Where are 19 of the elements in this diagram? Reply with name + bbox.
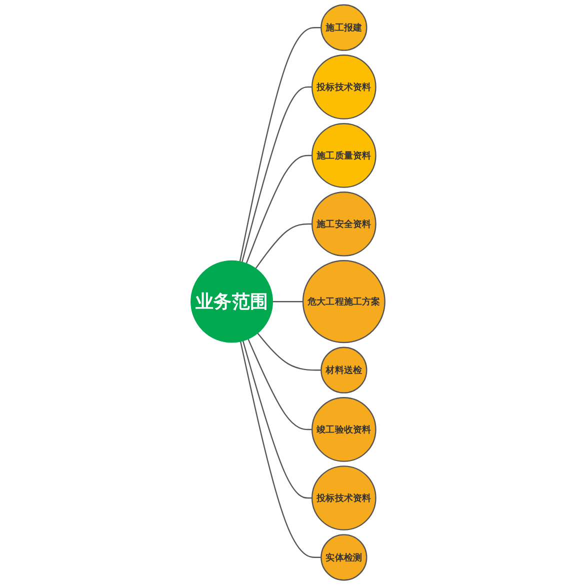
node-circle: 投标技术资料 [311,54,376,120]
node-circle: 施工报建 [320,4,367,51]
connector [239,26,321,262]
connector [247,338,312,430]
connector [242,340,312,499]
node-circle: 竣工验收资料 [311,397,376,462]
node-circle: 材料送检 [320,346,367,394]
node-circle: 业务范围 [190,260,273,343]
connector [246,154,312,264]
connector [272,300,303,302]
connector [241,86,312,262]
connector [256,332,321,371]
node-circle: 危大工程施工方案 [302,260,386,344]
connector [254,223,312,269]
node-circle: 实体检测 [320,534,367,581]
node-circle: 投标技术资料 [311,466,376,530]
node-circle: 施工质量资料 [311,123,376,188]
connector [240,341,321,558]
node-circle: 施工安全资料 [311,192,376,256]
